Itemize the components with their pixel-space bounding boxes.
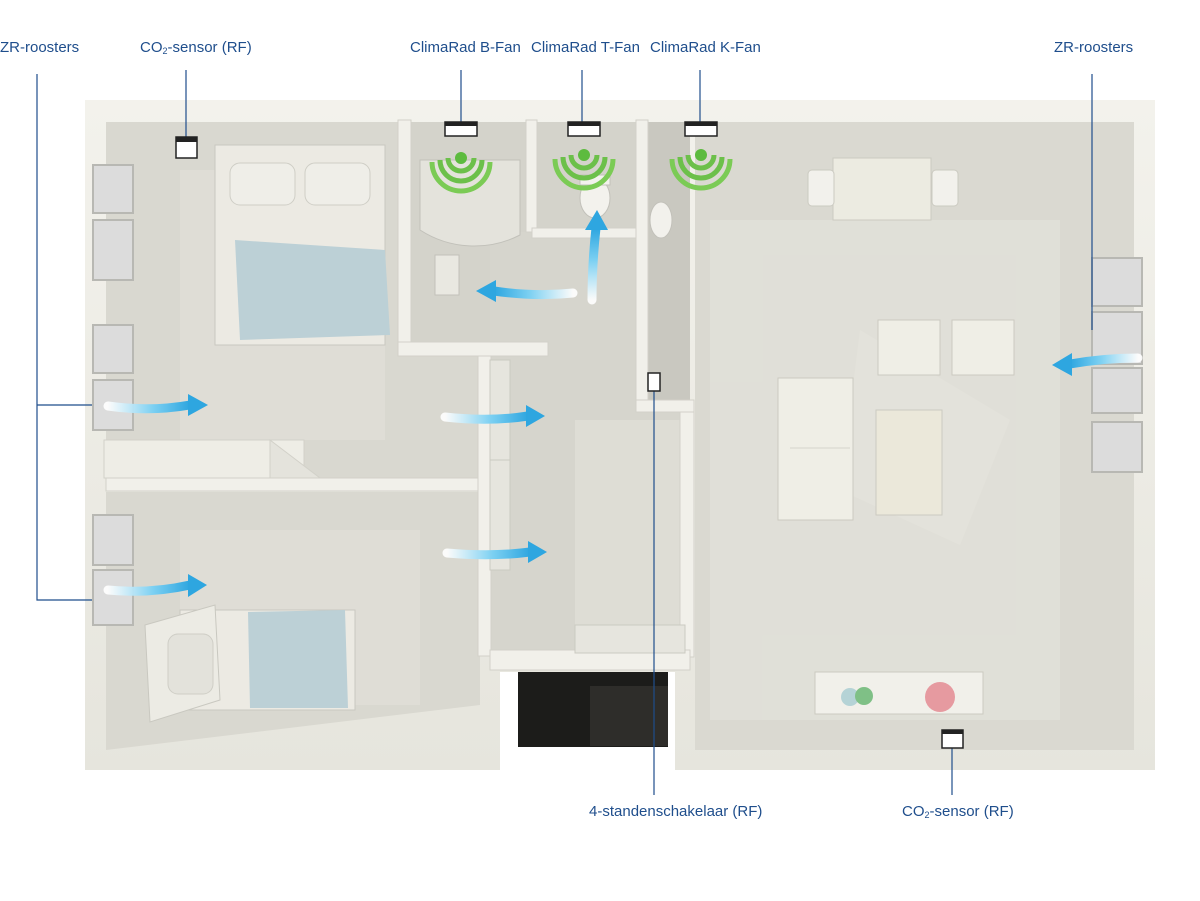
leader-lines [36,70,1093,795]
wireless-fan-icon [552,121,616,191]
windows-right [1091,257,1143,473]
co2-prefix: CO [902,803,925,820]
airflow-arrow-icon [442,541,547,563]
airflow-arrow-icon [103,394,208,416]
co2-sensor-icon [175,136,198,159]
bathroom-fixtures [419,159,521,296]
airflow-arrow-icon [585,210,608,305]
windows-left [92,164,134,626]
climarad-t-fan-label: ClimaRad T-Fan [531,39,640,56]
airflow-arrows [103,210,1143,597]
co2-prefix: CO [140,39,163,56]
fan-units [429,121,733,194]
climarad-b-fan-label: ClimaRad B-Fan [410,39,521,56]
co2-suffix: -sensor (RF) [167,39,252,56]
double-bed [214,144,390,346]
switch-icon [647,372,661,392]
switch-label: 4-standenschakelaar (RF) [589,803,763,820]
co2-sensor-bottom-label: CO2-sensor (RF) [902,803,1014,820]
zr-roosters-right-label: ZR-roosters [1054,39,1134,56]
dining-set [807,157,959,221]
airflow-arrow-icon [103,574,207,597]
co2-subscript: 2 [162,46,168,56]
airflow-arrow-icon [476,280,578,302]
co2-suffix: -sensor (RF) [929,803,1014,820]
airflow-arrow-icon [440,405,545,427]
co2-sensor-icon [941,729,964,749]
hallway-builtins [489,359,686,654]
climarad-k-fan-label: ClimaRad K-Fan [650,39,761,56]
kitchen-sink [649,201,673,239]
airflow-arrow-icon [1052,353,1143,376]
living-furniture [777,319,1015,715]
wireless-fan-icon [669,121,733,191]
zr-roosters-left-label: ZR-roosters [0,39,80,56]
wireless-fan-icon [429,121,493,194]
co2-subscript: 2 [924,810,930,820]
single-bed [144,604,356,723]
co2-sensor-top-label: CO2-sensor (RF) [140,39,252,56]
interior-walls [103,119,695,671]
